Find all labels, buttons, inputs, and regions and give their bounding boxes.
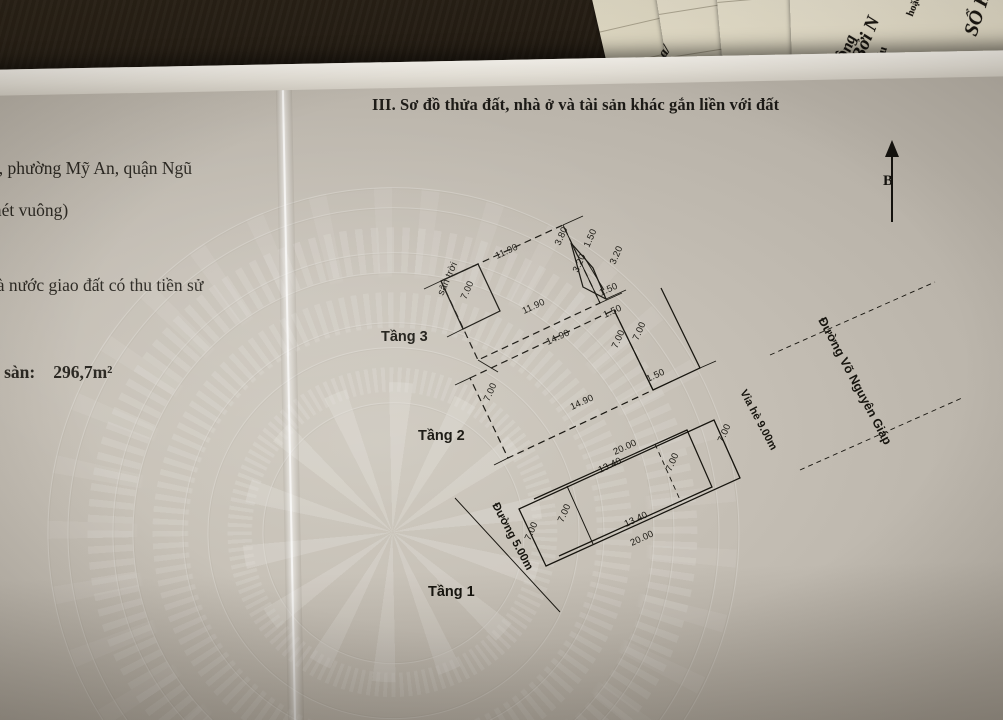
left-text-address: 5, phường Mỹ An, quận Ngũ	[0, 158, 193, 178]
page-bottom-shadow	[0, 559, 1003, 720]
north-arrow-label: B	[883, 173, 894, 189]
left-text-land-use: hà nước giao đất có thu tiền sử	[0, 275, 204, 295]
left-text-unit: mét vuông)	[0, 200, 69, 220]
section-heading: III. Sơ đồ thửa đất, nhà ở và tài sản kh…	[372, 95, 780, 114]
north-arrow-icon: B	[878, 140, 908, 222]
left-text-floor-area: n sàn: 296,7m²	[0, 362, 112, 383]
floor-area-value: 296,7m²	[53, 362, 113, 382]
certificate-page	[0, 49, 1003, 720]
floor-area-label: n sàn:	[0, 362, 36, 382]
